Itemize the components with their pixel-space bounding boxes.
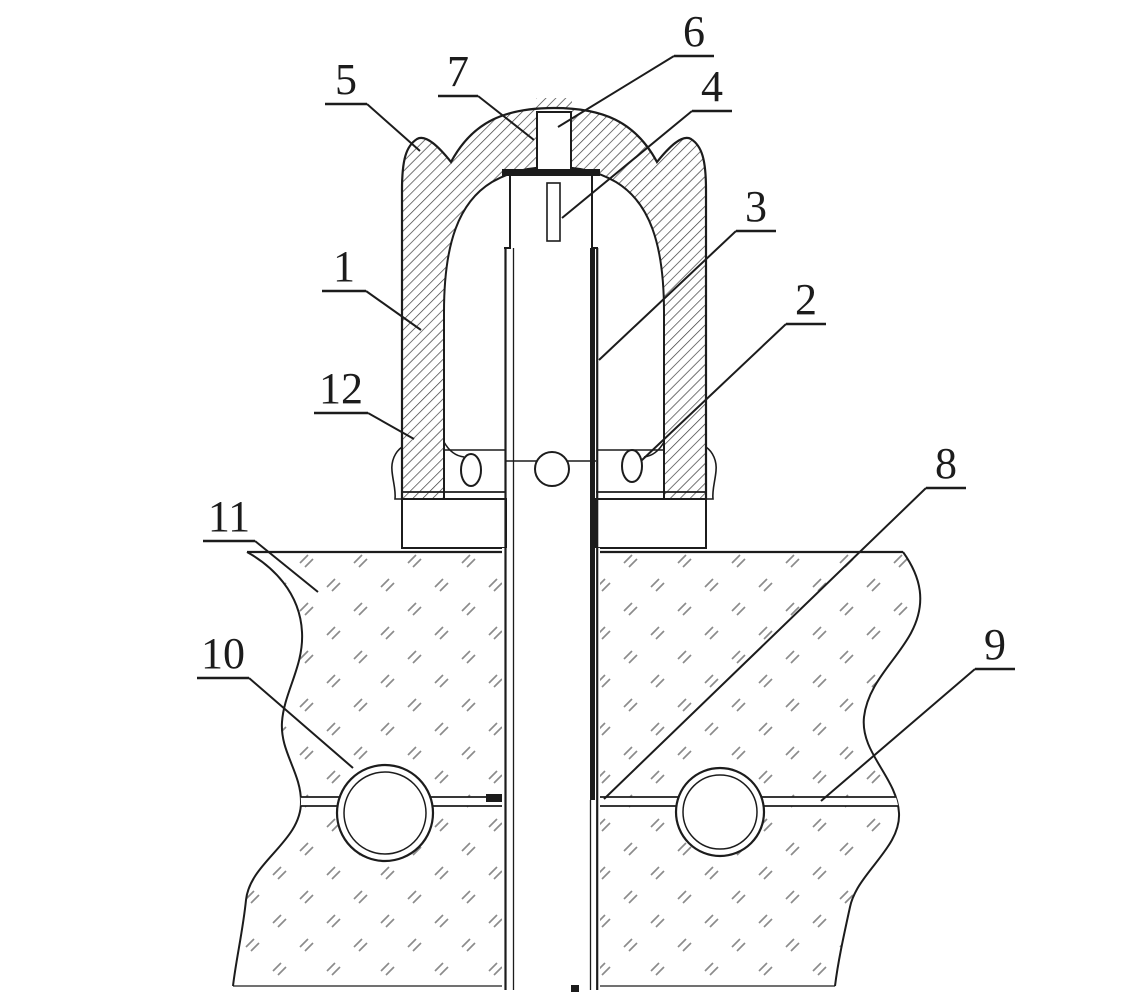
leader-line-6	[557, 55, 675, 128]
leader-line-11	[254, 540, 319, 593]
label-text-6: 6	[683, 7, 705, 56]
part-label-12: 12	[314, 364, 415, 440]
part-label-11: 11	[203, 492, 319, 593]
leader-line-10	[248, 677, 354, 769]
seam-marker	[486, 794, 504, 802]
part-label-6: 6	[557, 7, 714, 128]
base-flange-left	[401, 498, 507, 549]
pipe-ground-clearance	[502, 548, 600, 992]
center-port	[534, 451, 570, 487]
part-label-10: 10	[197, 629, 354, 769]
horizontal-bore-left	[335, 763, 435, 863]
label-text-5: 5	[335, 55, 357, 104]
label-text-10: 10	[201, 629, 245, 678]
side-port-left	[460, 453, 482, 487]
side-port-right	[621, 449, 643, 483]
foot-flare-left	[391, 445, 403, 500]
leader-line-7	[477, 95, 535, 141]
part-label-5: 5	[325, 55, 421, 152]
slip-curve-left	[443, 441, 465, 458]
leader-line-9	[820, 668, 976, 802]
valve-stem	[546, 182, 561, 242]
leader-line-8	[603, 487, 927, 800]
leader-line-2	[640, 323, 787, 462]
bore-left-outer-circle	[335, 763, 435, 863]
part-label-1: 1	[322, 242, 422, 331]
leader-line-1	[365, 290, 422, 331]
ground-right-edge	[834, 551, 922, 987]
part-label-8: 8	[603, 439, 966, 800]
leader-line-5	[366, 103, 421, 152]
part-labels: 1 2 3 4 5 6 7	[197, 7, 1015, 802]
label-text-2: 2	[795, 275, 817, 324]
foot-flare-right	[705, 445, 717, 500]
part-label-9: 9	[820, 620, 1015, 802]
dome-wall-hatched	[402, 98, 706, 500]
label-text-12: 12	[319, 364, 363, 413]
label-text-9: 9	[984, 620, 1006, 669]
label-text-4: 4	[701, 62, 723, 111]
bore-right-inner-circle	[682, 774, 758, 850]
part-label-4: 4	[561, 62, 732, 219]
label-text-3: 3	[745, 182, 767, 231]
bore-left-inner-circle	[343, 771, 427, 855]
part-label-2: 2	[640, 275, 826, 462]
top-plug	[536, 111, 572, 171]
dome-outer-outline	[400, 106, 708, 500]
base-flange-right	[595, 498, 707, 549]
label-text-7: 7	[447, 47, 469, 96]
horizontal-bore-right	[674, 766, 766, 858]
ground-left-edge	[232, 551, 304, 987]
part-label-3: 3	[598, 182, 776, 361]
leader-line-3	[598, 230, 737, 361]
pipe-bottom-tick	[571, 985, 579, 992]
leader-line-4	[561, 110, 693, 219]
label-text-1: 1	[333, 242, 355, 291]
plug-hatched	[536, 111, 572, 171]
label-text-11: 11	[208, 492, 250, 541]
center-pipe	[502, 169, 600, 992]
bore-right-outer-circle	[674, 766, 766, 858]
label-text-8: 8	[935, 439, 957, 488]
part-label-7: 7	[438, 47, 535, 141]
pipe-cap-bar	[502, 169, 600, 176]
plug-underlay	[537, 112, 571, 170]
leader-line-12	[367, 412, 415, 440]
